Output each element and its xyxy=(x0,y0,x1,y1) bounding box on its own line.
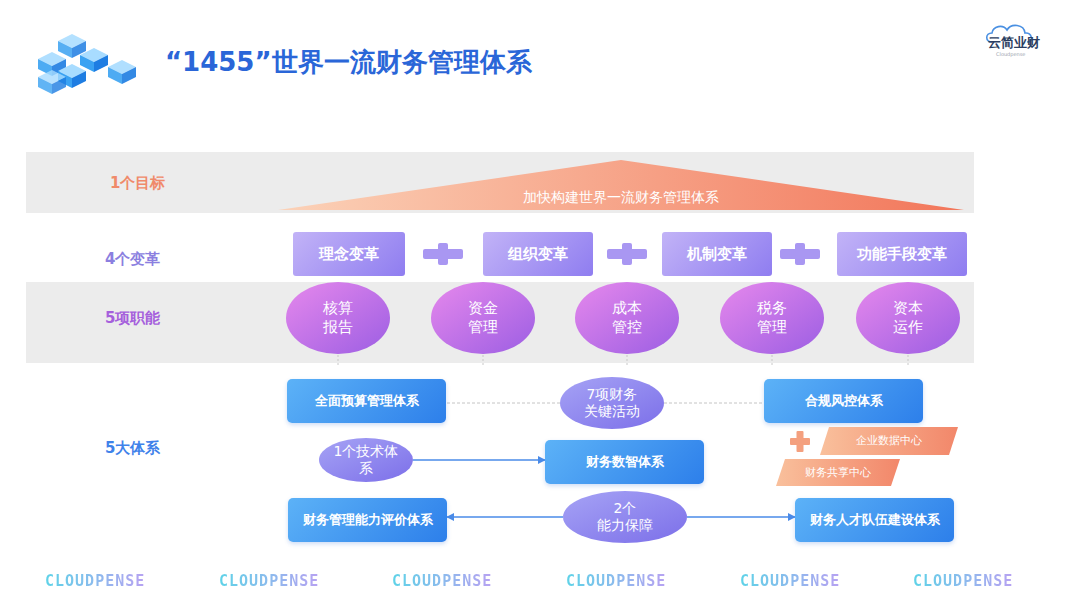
system-box: 财务数智体系 xyxy=(545,440,704,484)
shape-fill xyxy=(720,282,824,354)
row-label: 5项职能 xyxy=(105,309,160,328)
cubes-icon xyxy=(34,30,144,96)
shape-fill xyxy=(856,282,960,354)
function-circle: 成本 管控 xyxy=(575,282,679,354)
shape-fill xyxy=(286,282,390,354)
shape-fill xyxy=(319,438,413,482)
shape-fill xyxy=(776,459,900,486)
function-circle: 核算 报告 xyxy=(286,282,390,354)
node-text: 理念变革 xyxy=(319,245,379,264)
key-ellipse: 1个技术体系 xyxy=(319,438,413,482)
node-text: 合规风控体系 xyxy=(805,393,883,409)
node-text: 7项财务 关键活动 xyxy=(580,386,644,421)
node-text: 资金 管理 xyxy=(466,299,500,337)
logo-text: 云简业财 xyxy=(988,34,1040,52)
reform-box: 功能手段变革 xyxy=(837,232,967,276)
row-label: 5大体系 xyxy=(105,439,160,458)
logo-text: Cloudpense xyxy=(996,51,1025,57)
node-text: 财务共享中心 xyxy=(805,466,871,480)
system-box: 财务管理能力评价体系 xyxy=(288,498,447,542)
key-ellipse: 2个 能力保障 xyxy=(563,491,687,543)
node-text: 资本 运作 xyxy=(891,299,925,337)
node-text: 成本 管控 xyxy=(610,299,644,337)
function-circle: 资本 运作 xyxy=(856,282,960,354)
key-ellipse: 7项财务 关键活动 xyxy=(560,377,664,429)
node-text: 财务数智体系 xyxy=(586,454,664,470)
reform-box: 理念变革 xyxy=(293,232,405,276)
shape-fill xyxy=(820,427,958,455)
reform-box: 机制变革 xyxy=(662,232,772,276)
center-parallelogram: 企业数据中心 xyxy=(820,427,958,455)
plus-sign xyxy=(790,431,810,452)
arrow-connector xyxy=(687,516,795,517)
system-box: 财务人才队伍建设体系 xyxy=(795,498,954,542)
arrow-connector xyxy=(413,459,545,460)
reform-box: 组织变革 xyxy=(483,232,593,276)
watermark: CLOUDPENSE xyxy=(219,572,319,590)
node-text: 机制变革 xyxy=(687,245,747,264)
shape-fill xyxy=(560,377,664,429)
node-text: 组织变革 xyxy=(508,245,568,264)
arrow-connector xyxy=(447,516,563,517)
shape-fill xyxy=(278,160,964,210)
system-box: 合规风控体系 xyxy=(764,379,923,423)
node-text: 1个技术体系 xyxy=(332,443,400,478)
node-text: 企业数据中心 xyxy=(856,434,922,448)
node-text: 全面预算管理体系 xyxy=(315,393,419,409)
node-text: 功能手段变革 xyxy=(857,245,947,264)
function-circle: 税务 管理 xyxy=(720,282,824,354)
goal-triangle: 加快构建世界一流财务管理体系 xyxy=(278,160,964,210)
shape-fill xyxy=(431,282,535,354)
node-text: 财务人才队伍建设体系 xyxy=(810,512,940,528)
system-box: 全面预算管理体系 xyxy=(287,379,446,423)
shape-fill xyxy=(563,491,687,543)
node-text: 财务管理能力评价体系 xyxy=(303,512,433,528)
watermark: CLOUDPENSE xyxy=(740,572,840,590)
watermark: CLOUDPENSE xyxy=(45,572,145,590)
dashed-connector xyxy=(446,403,560,404)
watermark: CLOUDPENSE xyxy=(913,572,1013,590)
node-text: 税务 管理 xyxy=(755,299,789,337)
row-label: 4个变革 xyxy=(105,250,160,269)
watermark: CLOUDPENSE xyxy=(392,572,492,590)
dashed-connector xyxy=(664,403,764,404)
leader-line xyxy=(338,355,908,365)
function-circle: 资金 管理 xyxy=(431,282,535,354)
row-label: 1个目标 xyxy=(110,174,165,193)
node-text: 核算 报告 xyxy=(321,299,355,337)
watermark: CLOUDPENSE xyxy=(566,572,666,590)
node-text: 加快构建世界一流财务管理体系 xyxy=(523,189,719,207)
center-parallelogram: 财务共享中心 xyxy=(776,459,900,486)
shape-fill xyxy=(575,282,679,354)
page-title: “1455”世界一流财务管理体系 xyxy=(165,45,532,80)
node-text: 2个 能力保障 xyxy=(593,500,657,535)
